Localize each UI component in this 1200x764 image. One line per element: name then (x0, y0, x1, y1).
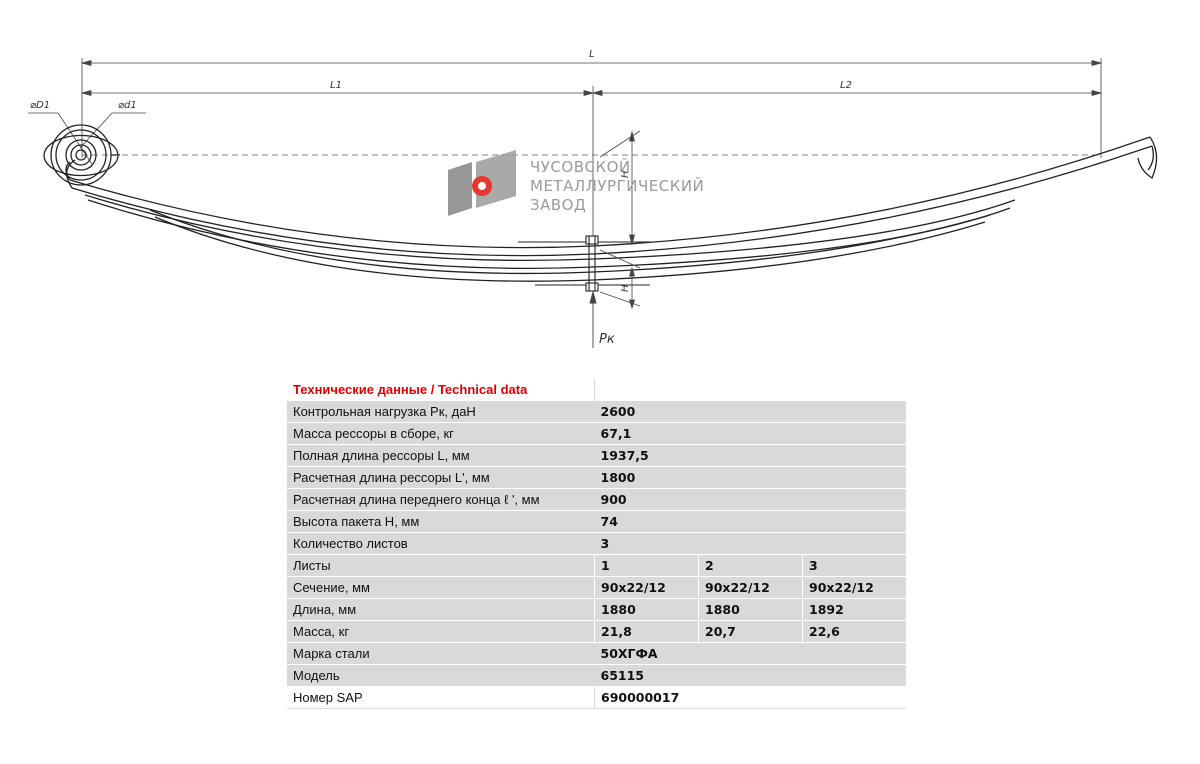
leaf-value: 1880 (594, 598, 699, 621)
row-value: 65115 (594, 664, 906, 687)
table-title-blank (594, 378, 906, 401)
spring-leaves (65, 136, 1158, 282)
spring-eye (43, 124, 120, 186)
table-row: Масса, кг 21,8 20,7 22,6 (287, 620, 906, 643)
row-label: Расчетная длина рессоры L', мм (287, 466, 595, 489)
table-row: Марка стали 50ХГФА (287, 642, 906, 665)
table-row: Масса рессоры в сборе, кг 67,1 (287, 422, 906, 445)
dimension-l2-label: L2 (840, 80, 852, 91)
center-bolt (518, 235, 650, 292)
technical-data-table: Технические данные / Technical data Конт… (287, 378, 906, 709)
row-value: 50ХГФА (594, 642, 906, 665)
leaf-value: 90x22/12 (594, 576, 699, 599)
table-row: Расчетная длина переднего конца ℓ ', мм … (287, 488, 906, 511)
table-row: Длина, мм 1880 1880 1892 (287, 598, 906, 621)
row-label: Масса, кг (287, 620, 595, 643)
logo-line-1: ЧУСОВСКОЙ (530, 157, 631, 176)
dimension-l (80, 58, 1103, 158)
arc-height-dimension (599, 130, 641, 246)
row-value: 1800 (594, 466, 906, 489)
row-label: Длина, мм (287, 598, 595, 621)
leaf-value: 90x22/12 (698, 576, 803, 599)
table-title: Технические данные / Technical data (287, 378, 595, 401)
leaf-value: 22,6 (802, 620, 906, 643)
leaf-value: 21,8 (594, 620, 699, 643)
arc-height-label: H (620, 170, 631, 178)
row-label: Количество листов (287, 532, 595, 555)
row-value: 74 (594, 510, 906, 533)
row-label: Листы (287, 554, 595, 577)
row-label: Полная длина рессоры L, мм (287, 444, 595, 467)
table-row: Контрольная нагрузка Рк, даН 2600 (287, 400, 906, 423)
logo-line-3: ЗАВОД (530, 196, 586, 214)
row-value: 1937,5 (594, 444, 906, 467)
row-label: Модель (287, 664, 595, 687)
dimension-l1-label: L1 (330, 80, 342, 91)
row-value: 900 (594, 488, 906, 511)
leaf-value: 90x22/12 (802, 576, 906, 599)
table-row: Полная длина рессоры L, мм 1937,5 (287, 444, 906, 467)
load-label: Pк (599, 332, 615, 347)
row-value: 3 (594, 532, 906, 555)
row-label: Номер SAP (287, 686, 595, 709)
table-row: Номер SAP 690000017 (287, 686, 906, 709)
leaf-value: 20,7 (698, 620, 803, 643)
table-row: Расчетная длина рессоры L', мм 1800 (287, 466, 906, 489)
row-value: 2600 (594, 400, 906, 423)
row-label: Высота пакета H, мм (287, 510, 595, 533)
row-label: Сечение, мм (287, 576, 595, 599)
dimension-l2 (591, 89, 1103, 97)
row-value: 67,1 (594, 422, 906, 445)
leaf-value: 1892 (802, 598, 906, 621)
row-label: Марка стали (287, 642, 595, 665)
eye-diameter-leaders (28, 112, 146, 165)
row-label: Масса рессоры в сборе, кг (287, 422, 595, 445)
dimension-l1 (80, 86, 595, 240)
load-arrow (589, 290, 597, 348)
table-row: Листы 1 2 3 (287, 554, 906, 577)
row-label: Контрольная нагрузка Рк, даН (287, 400, 595, 423)
leaf-value: 2 (698, 554, 803, 577)
pack-height-label: H (620, 284, 631, 292)
leaf-value: 1 (594, 554, 699, 577)
table-row: Количество листов 3 (287, 532, 906, 555)
leaf-spring-drawing: L L1 L2 ⌀D1 ⌀d1 (28, 49, 1158, 348)
table-row: Сечение, мм 90x22/12 90x22/12 90x22/12 (287, 576, 906, 599)
leaf-value: 3 (802, 554, 906, 577)
table-title-row: Технические данные / Technical data (287, 378, 906, 401)
dimension-l-label: L (589, 49, 595, 60)
outer-diameter-label: ⌀D1 (30, 100, 50, 111)
pack-height-dimension (599, 249, 641, 310)
row-value: 690000017 (594, 686, 906, 709)
company-logo (448, 150, 516, 216)
row-label: Расчетная длина переднего конца ℓ ', мм (287, 488, 595, 511)
leaf-value: 1880 (698, 598, 803, 621)
table-row: Модель 65115 (287, 664, 906, 687)
inner-diameter-label: ⌀d1 (118, 100, 137, 111)
logo-line-2: МЕТАЛЛУРГИЧЕСКИЙ (530, 176, 704, 195)
table-row: Высота пакета H, мм 74 (287, 510, 906, 533)
